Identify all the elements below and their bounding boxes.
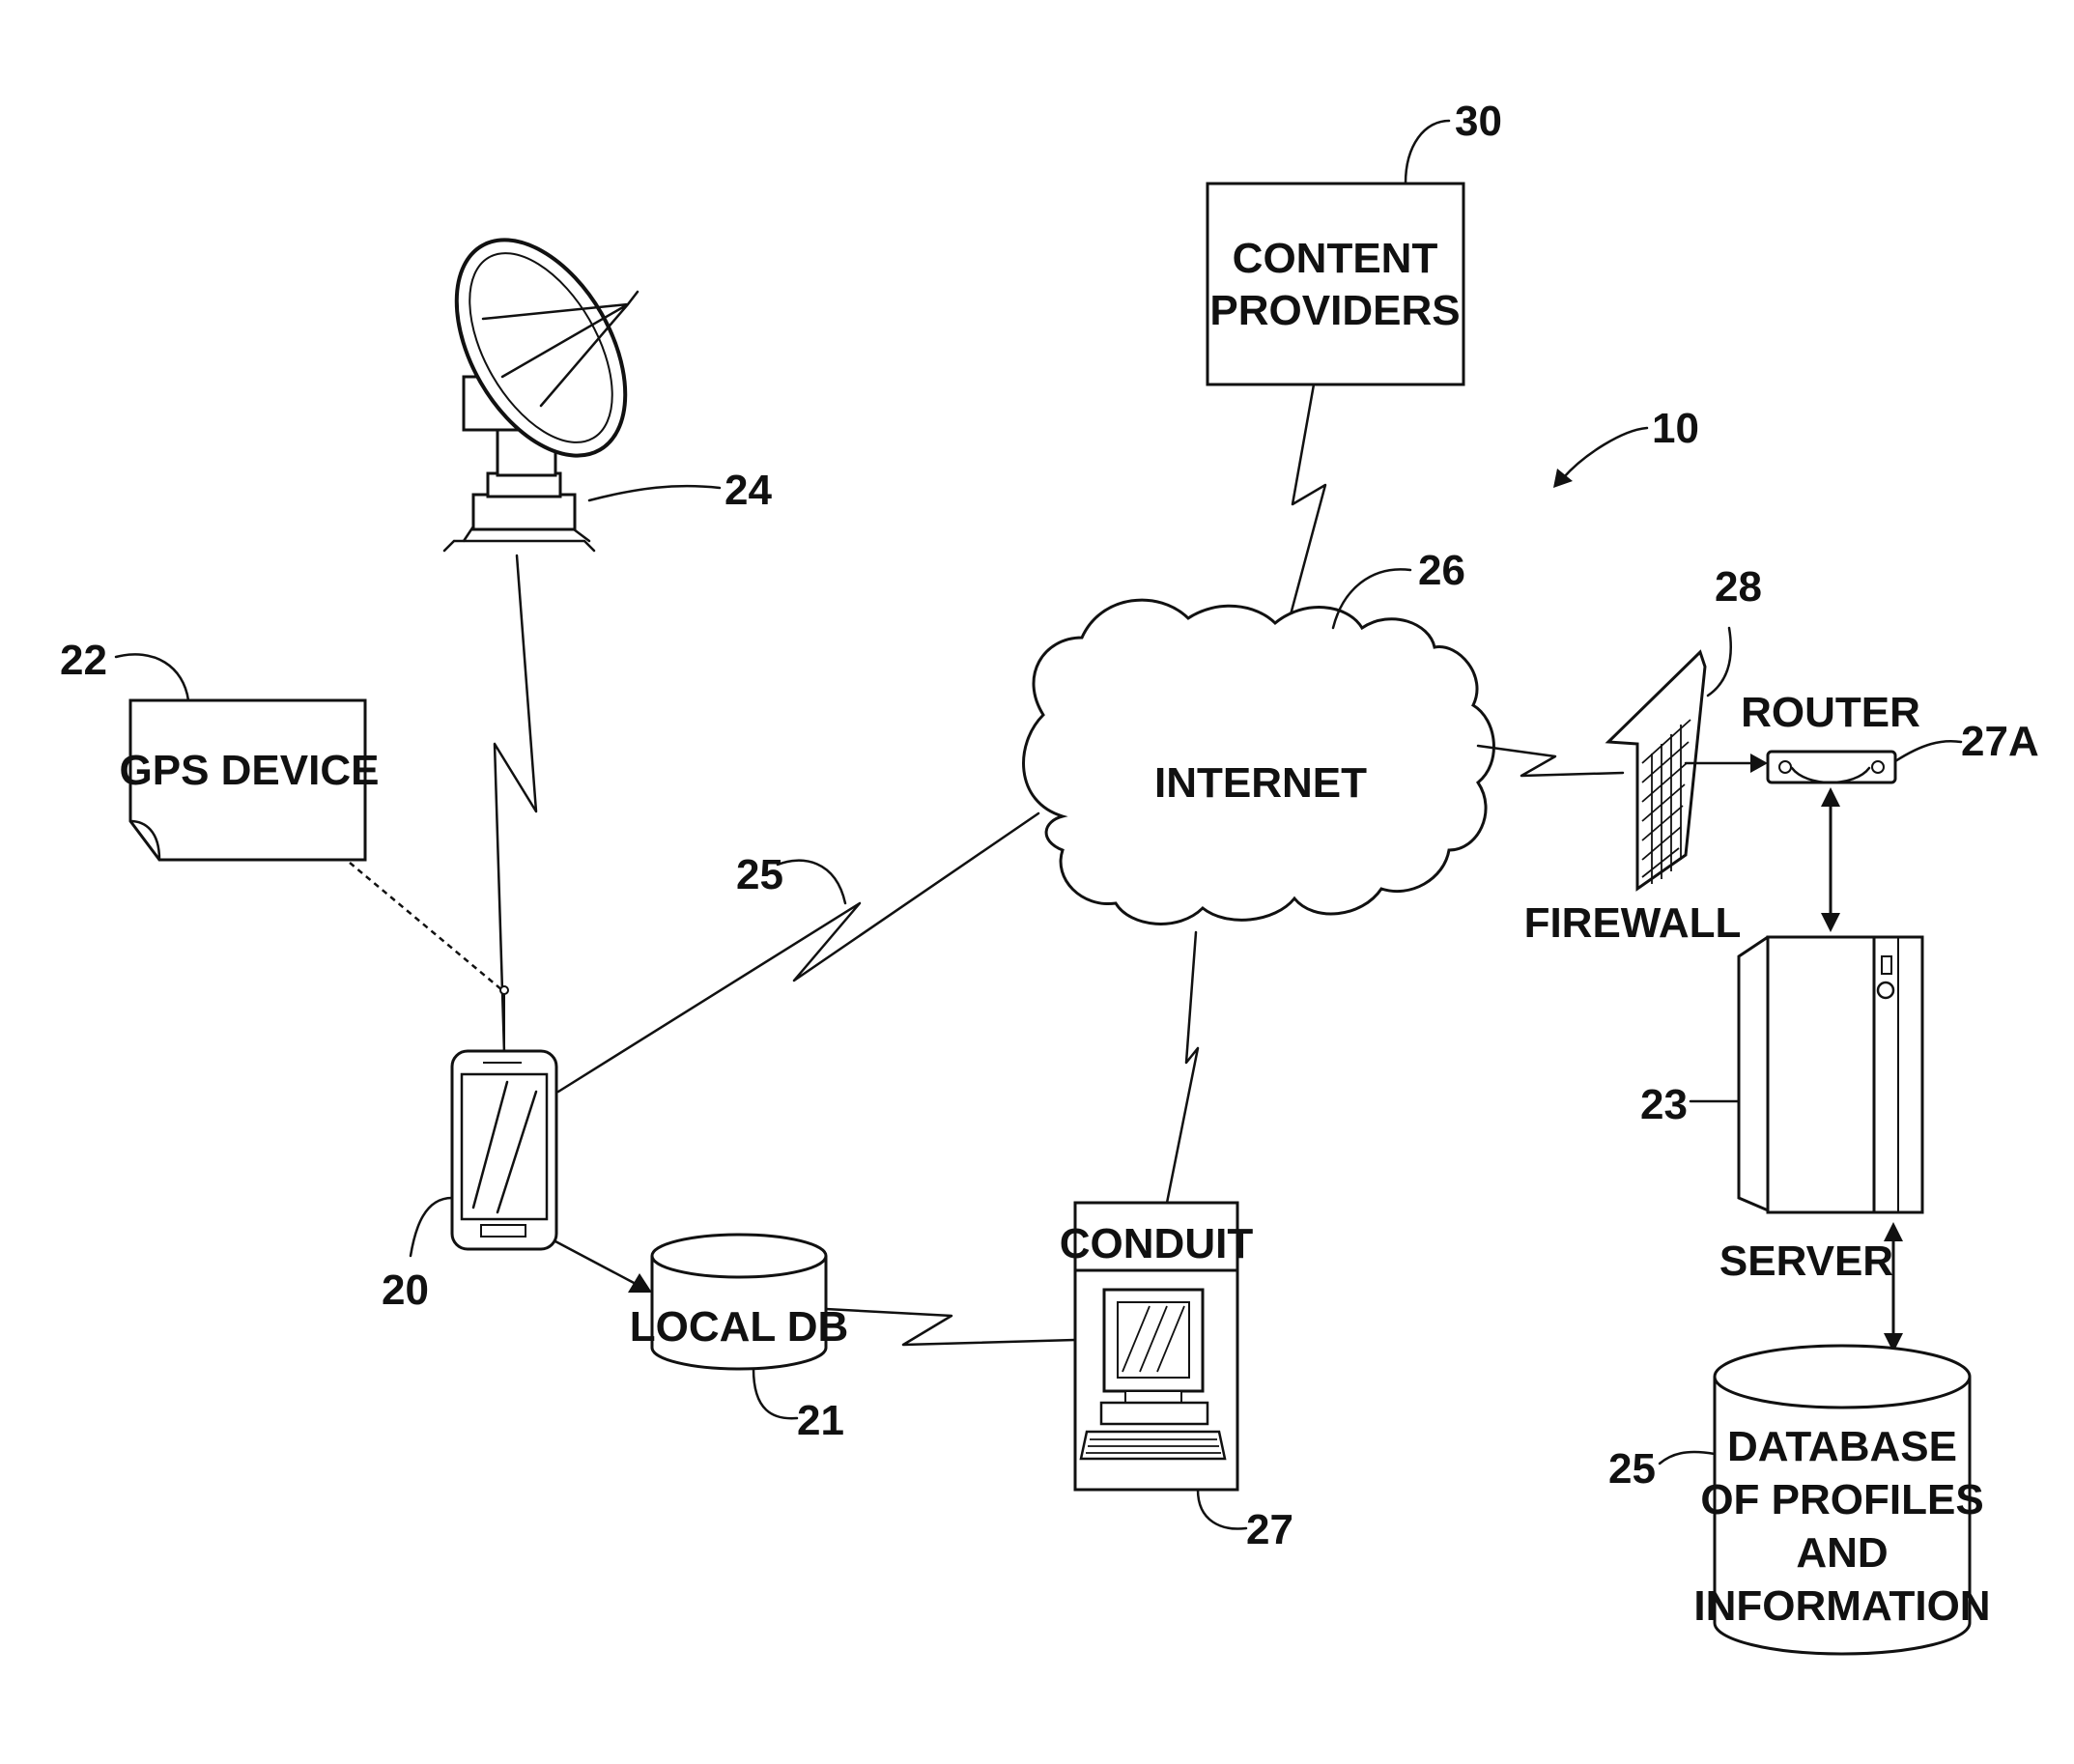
- wireless-link-internet-firewall: [1478, 746, 1623, 776]
- ref-25-wireless: 25: [736, 851, 783, 898]
- leader-25-wireless: [778, 861, 845, 903]
- conduit-label: CONDUIT: [1060, 1220, 1254, 1267]
- leader-22: [116, 654, 188, 700]
- ref-24: 24: [724, 467, 772, 514]
- wireless-link-internet-conduit: [1167, 932, 1198, 1203]
- wireless-link-localdb-conduit: [826, 1309, 1075, 1345]
- content-providers-label-line1: CONTENT: [1233, 235, 1438, 282]
- ref-27: 27: [1246, 1506, 1293, 1553]
- router-label: ROUTER: [1741, 689, 1920, 736]
- content-providers-label-line2: PROVIDERS: [1209, 287, 1460, 334]
- leader-20: [411, 1198, 452, 1256]
- arrowhead-server-up: [1884, 1222, 1903, 1241]
- router-icon: ROUTER: [1741, 689, 1920, 782]
- ref-21: 21: [797, 1397, 844, 1444]
- ref-28: 28: [1715, 563, 1762, 611]
- database-icon: LOCAL DB: [630, 1235, 849, 1369]
- database-label-line1: DATABASE: [1727, 1423, 1957, 1470]
- ref-27A: 27A: [1961, 718, 2039, 765]
- local-db-label: LOCAL DB: [630, 1303, 849, 1351]
- leader-10: [1563, 428, 1647, 478]
- gps-device-box: GPS DEVICE: [120, 700, 380, 860]
- cloud-icon: INTERNET: [1024, 600, 1494, 924]
- profiles-database-icon: DATABASE OF PROFILES AND INFORMATION: [1693, 1346, 1990, 1654]
- leader-27: [1198, 1490, 1246, 1529]
- arrow-phone-localdb: [555, 1241, 638, 1285]
- ref-20: 20: [382, 1266, 429, 1314]
- gps-dashed-link: [350, 863, 502, 990]
- leader-28: [1708, 628, 1731, 696]
- ref-23: 23: [1640, 1081, 1688, 1128]
- arrowhead-router-up: [1821, 787, 1840, 807]
- ref-10: 10: [1652, 405, 1699, 452]
- firewall-label: FIREWALL: [1524, 899, 1742, 947]
- internet-label: INTERNET: [1154, 759, 1367, 807]
- ref-30: 30: [1455, 98, 1502, 145]
- database-label-line4: INFORMATION: [1693, 1582, 1990, 1630]
- wireless-link-satellite-phone: [495, 555, 536, 1053]
- leader-30: [1406, 121, 1449, 184]
- arrowhead-firewall-router: [1750, 754, 1768, 773]
- database-label-line3: AND: [1796, 1529, 1888, 1577]
- leader-27A: [1895, 741, 1961, 761]
- smartphone-icon: [452, 986, 556, 1249]
- gps-device-label: GPS DEVICE: [120, 747, 380, 794]
- leader-25-database: [1660, 1452, 1715, 1464]
- content-providers-box: CONTENT PROVIDERS: [1207, 184, 1463, 384]
- leader-21: [753, 1369, 797, 1418]
- leader-24: [589, 486, 720, 500]
- server-label: SERVER: [1719, 1238, 1893, 1285]
- ref-26: 26: [1418, 547, 1465, 594]
- arrowhead-server-down: [1821, 913, 1840, 932]
- ref-25-database: 25: [1608, 1445, 1656, 1493]
- satellite-dish-icon: [422, 211, 661, 551]
- wireless-link-phone-internet: [558, 813, 1038, 1092]
- conduit-box: CONDUIT: [1060, 1203, 1254, 1490]
- ref-22: 22: [60, 637, 107, 684]
- database-label-line2: OF PROFILES: [1700, 1476, 1983, 1523]
- wireless-link-content-internet: [1290, 384, 1325, 618]
